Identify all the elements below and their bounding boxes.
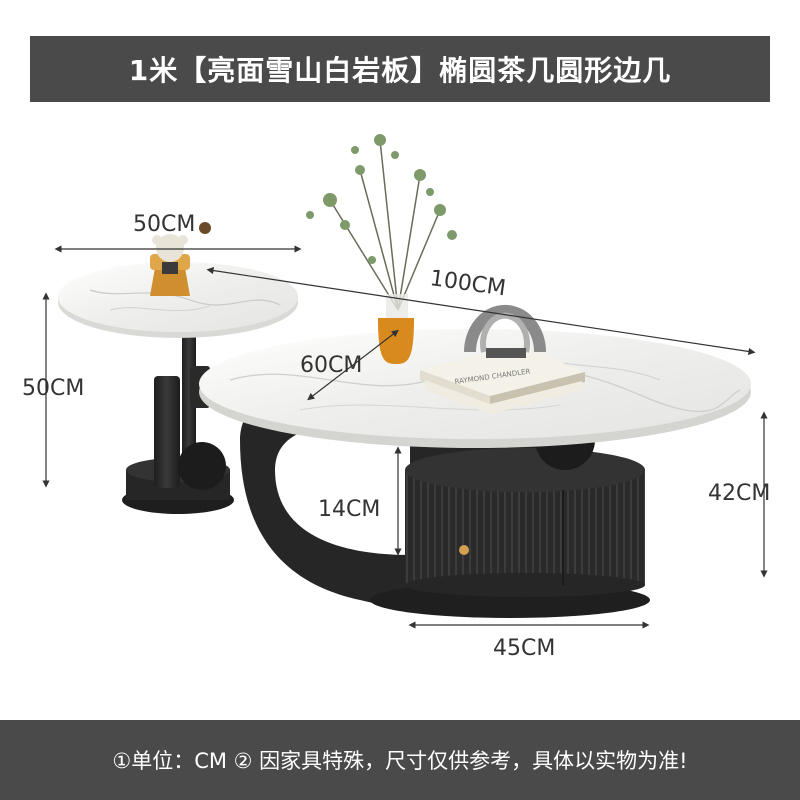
book-stack: RAYMOND CHANDLER [420,345,585,414]
figurine-decor [150,222,211,296]
vase-plant-decor [306,134,457,364]
drawer-knob [459,545,469,555]
footer-banner: ①单位：CM ② 因家具特殊，尺寸仅供参考，具体以实物为准! [0,720,800,800]
footer-note: ①单位：CM ② 因家具特殊，尺寸仅供参考，具体以实物为准! [112,749,688,773]
dim-line-main-width [307,329,399,401]
label-main-height: 42CM [708,481,771,506]
label-side-width: 50CM [133,212,196,237]
title-banner: 1米【亮面雪山白岩板】椭圆茶几圆形边几 [30,36,770,102]
dim-line-main-length [206,266,756,356]
label-side-height: 50CM [22,376,85,401]
side-table-column [154,376,180,488]
label-drawer-height: 14CM [318,497,381,522]
product-title: 1米【亮面雪山白岩板】椭圆茶几圆形边几 [128,54,672,87]
label-drawer-width: 45CM [493,636,556,661]
dimension-lines [42,245,768,629]
label-main-width: 60CM [300,353,363,378]
side-table-sphere [178,442,226,490]
side-table-stem [182,326,196,476]
